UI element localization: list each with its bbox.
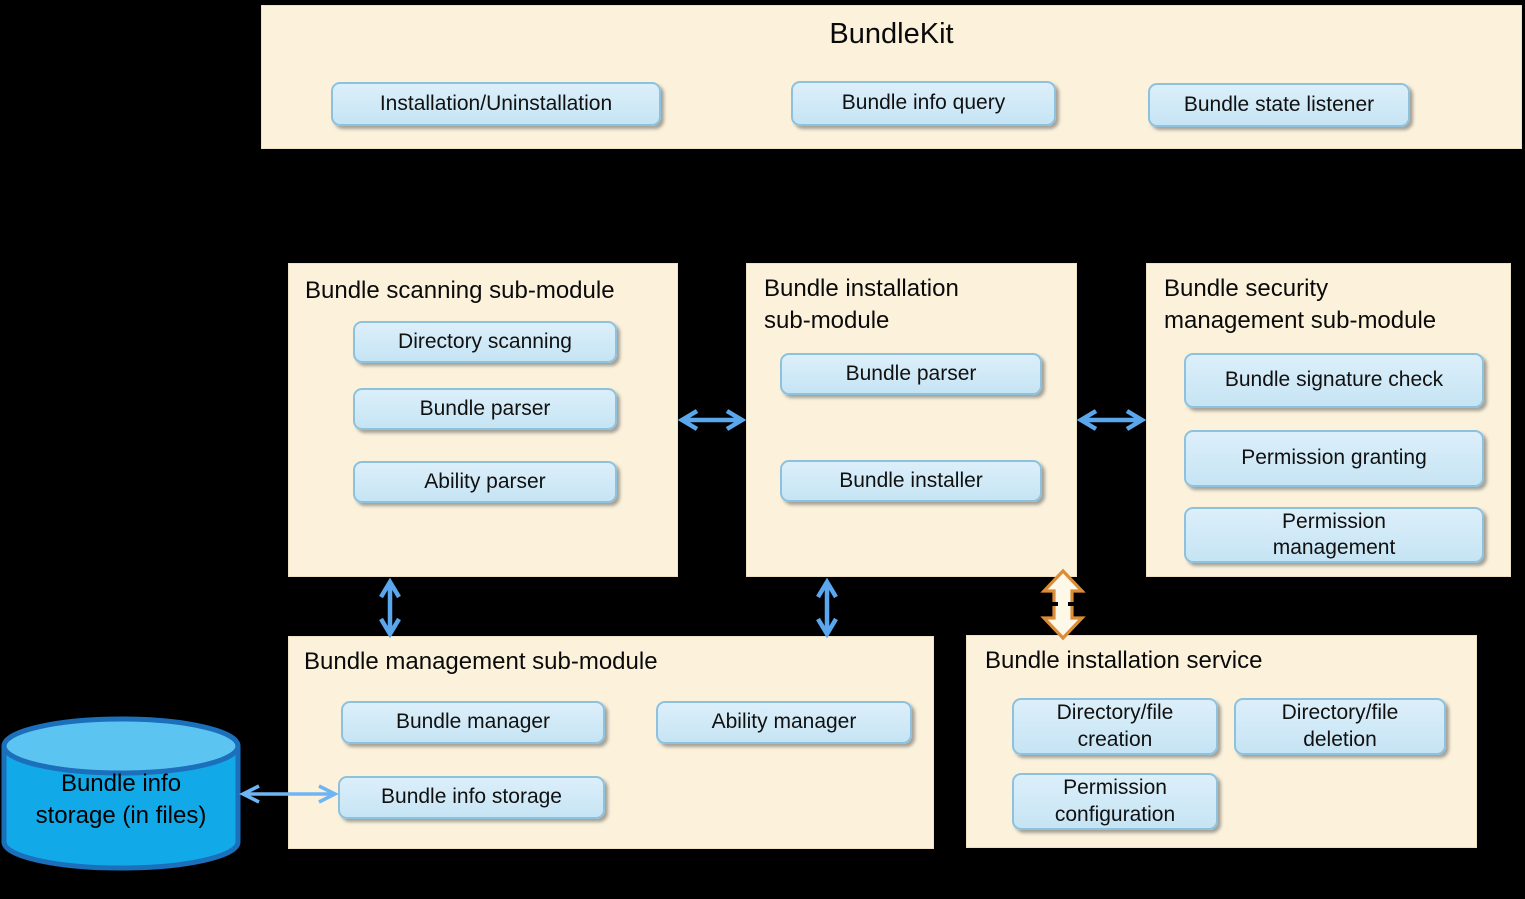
panel-bundle-management-sub-module: Bundle management sub-module Bundle mana… bbox=[288, 636, 934, 849]
chip-directory-scanning: Directory scanning bbox=[353, 321, 617, 363]
arrow-scanning-installation-icon bbox=[677, 409, 747, 431]
bundle-management-title: Bundle management sub-module bbox=[304, 648, 658, 675]
panel-bundle-security-management-sub-module: Bundle security management sub-module Bu… bbox=[1146, 263, 1511, 577]
chip-ability-parser: Ability parser bbox=[353, 461, 617, 503]
chip-bundle-manager: Bundle manager bbox=[341, 701, 605, 744]
chip-bundle-info-storage: Bundle info storage bbox=[338, 776, 605, 819]
chip-permission-configuration: Permission configuration bbox=[1012, 773, 1218, 830]
chip-bundle-signature-check: Bundle signature check bbox=[1184, 353, 1484, 408]
chip-permission-management: Permission management bbox=[1184, 507, 1484, 563]
database-cylinder-label: Bundle info storage (in files) bbox=[35, 770, 207, 830]
chip-directory-file-deletion: Directory/file deletion bbox=[1234, 698, 1446, 755]
chip-ability-manager: Ability manager bbox=[656, 701, 912, 744]
arrow-installation-management-icon bbox=[816, 577, 838, 639]
panel-bundle-installation-service: Bundle installation service Directory/fi… bbox=[966, 635, 1477, 848]
panel-bundle-installation-sub-module: Bundle installation sub-module Bundle pa… bbox=[746, 263, 1077, 577]
chip-bundle-info-query: Bundle info query bbox=[791, 81, 1056, 126]
bundle-installation-title: Bundle installation sub-module bbox=[764, 275, 959, 335]
bundle-scanning-title: Bundle scanning sub-module bbox=[305, 277, 615, 304]
bundlekit-title: BundleKit bbox=[829, 18, 954, 50]
chip-bundle-state-listener: Bundle state listener bbox=[1148, 83, 1410, 127]
chip-bundle-parser-scanning: Bundle parser bbox=[353, 388, 617, 430]
bundle-security-title: Bundle security management sub-module bbox=[1164, 275, 1437, 335]
chip-permission-granting: Permission granting bbox=[1184, 430, 1484, 487]
chip-bundle-installer: Bundle installer bbox=[780, 460, 1042, 502]
bundle-installation-service-title: Bundle installation service bbox=[985, 647, 1263, 674]
arrow-installation-security-icon bbox=[1076, 409, 1147, 431]
panel-bundlekit: BundleKit Installation/Uninstallation Bu… bbox=[261, 5, 1522, 149]
arrow-installation-service-icon bbox=[1040, 568, 1086, 641]
chip-installation-uninstallation: Installation/Uninstallation bbox=[331, 82, 661, 126]
arrow-scanning-management-icon bbox=[379, 577, 401, 639]
chip-bundle-parser-installation: Bundle parser bbox=[780, 353, 1042, 395]
chip-directory-file-creation: Directory/file creation bbox=[1012, 698, 1218, 755]
panel-bundle-scanning-sub-module: Bundle scanning sub-module Directory sca… bbox=[288, 263, 678, 577]
